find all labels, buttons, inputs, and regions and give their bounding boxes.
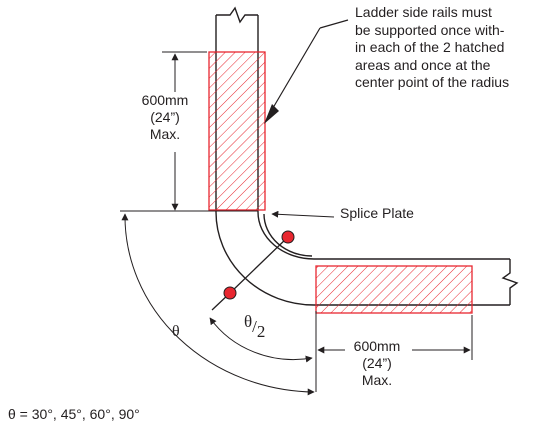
horizontal-dimension-label: 600mm (24”) Max. xyxy=(345,338,409,389)
vertical-hatched-area xyxy=(208,51,266,211)
support-point-center xyxy=(223,286,237,300)
dimension-lines xyxy=(120,51,473,396)
half-theta-numerator: θ xyxy=(244,312,253,331)
support-note-line: be supported once with- xyxy=(355,21,505,38)
vertical-dimension-label: 600mm (24”) Max. xyxy=(134,92,196,143)
support-point-outer xyxy=(281,230,295,244)
horizontal-dimension-qualifier: Max. xyxy=(361,372,393,388)
half-theta-label: θ/2 xyxy=(244,313,265,340)
angle-options: θ = 30°, 45°, 60°, 90° xyxy=(8,406,140,422)
support-note-line: in each of the 2 hatched xyxy=(355,39,505,55)
support-note-line: areas and once at the xyxy=(355,56,491,73)
theta-label: θ xyxy=(172,323,180,340)
radius-support-points xyxy=(211,230,295,311)
support-note-line: center point of the radius xyxy=(355,74,510,90)
vertical-dimension-qualifier: Max. xyxy=(149,126,181,142)
support-note: Ladder side rails must be supported once… xyxy=(355,4,509,92)
horizontal-dimension-value: 600mm xyxy=(353,338,401,354)
horizontal-hatched-area xyxy=(315,265,473,314)
splice-plate-label: Splice Plate xyxy=(340,205,414,221)
vertical-dimension-imperial: (24”) xyxy=(150,109,180,125)
horizontal-dimension-imperial: (24”) xyxy=(362,355,392,371)
callout-leader xyxy=(264,19,349,124)
half-theta-slash: / xyxy=(252,317,257,336)
half-theta-denominator: 2 xyxy=(256,322,266,341)
vertical-dimension-value: 600mm xyxy=(141,92,189,108)
hatched-support-zones xyxy=(208,51,473,314)
support-note-line: Ladder side rails must xyxy=(355,4,492,20)
